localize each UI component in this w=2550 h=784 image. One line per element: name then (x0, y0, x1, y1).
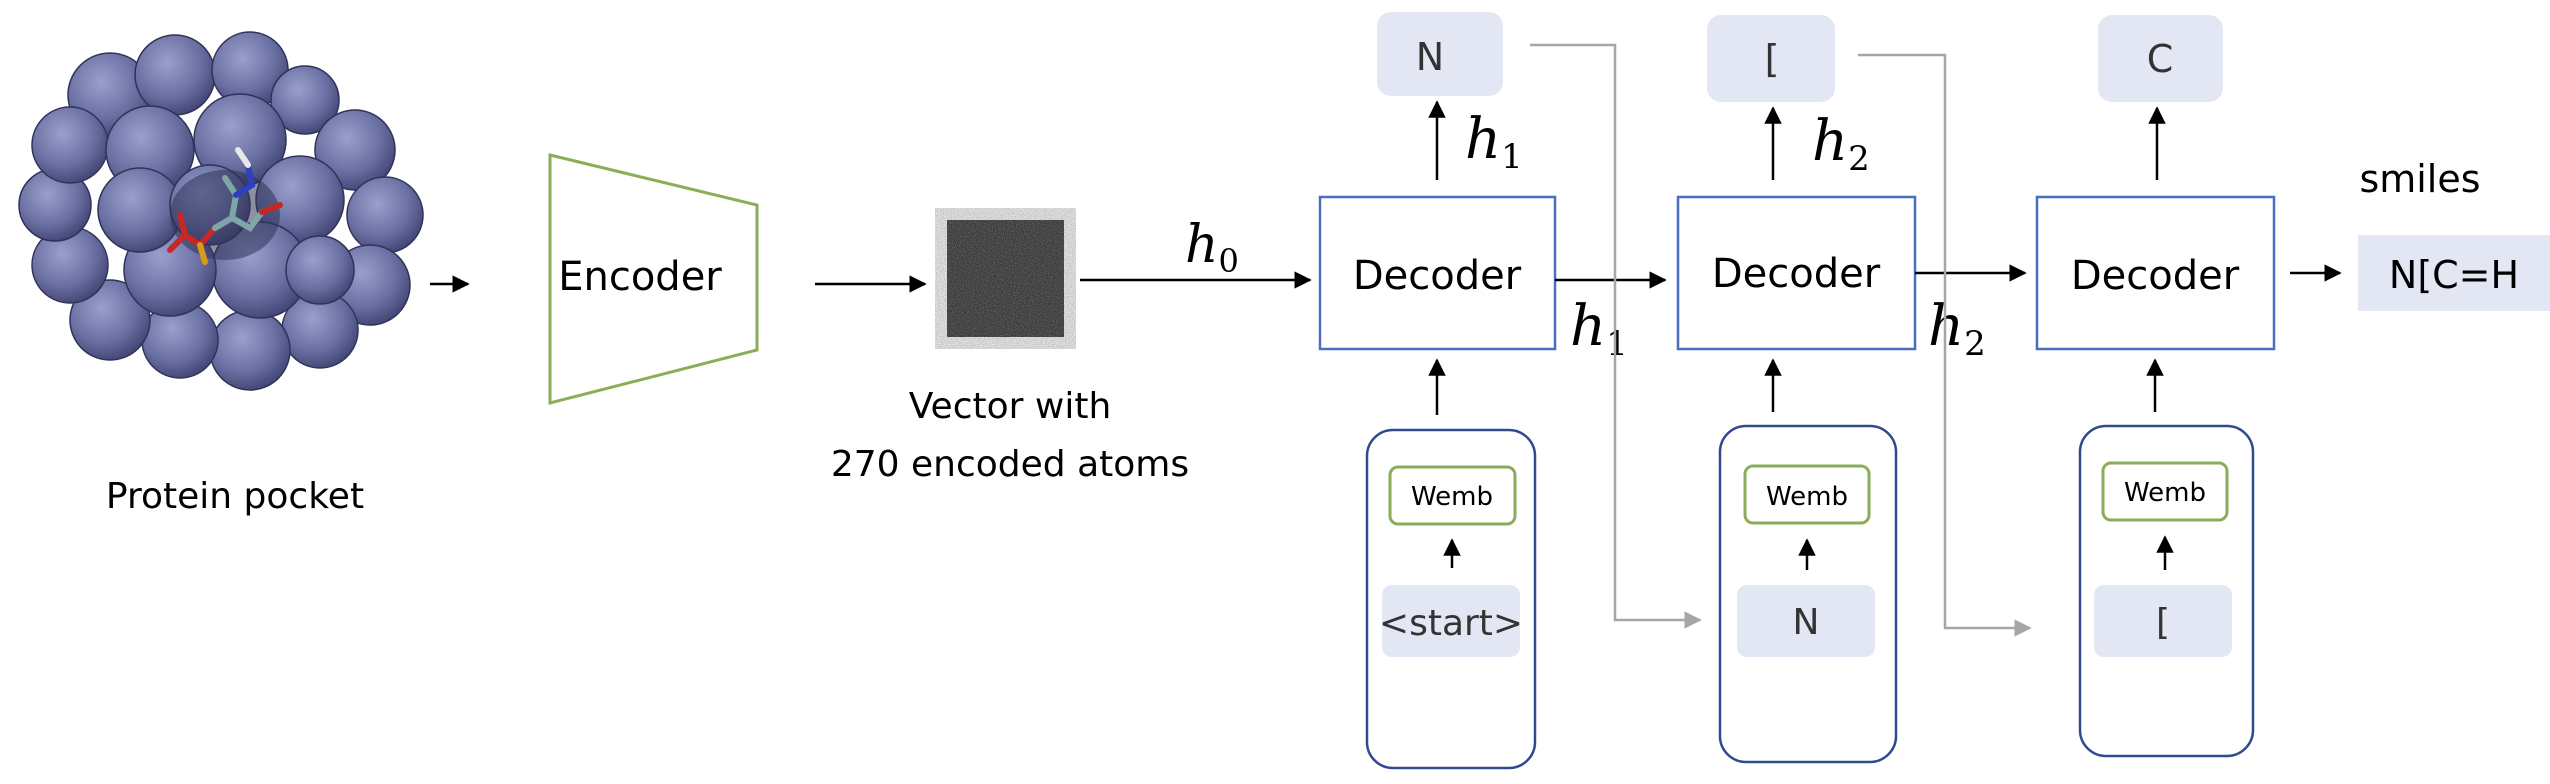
decoder-label-1: Decoder (1353, 253, 1522, 299)
smiles-output-box (2358, 235, 2550, 311)
encoded-vector-noise (947, 220, 1064, 337)
protein-pocket-caption: Protein pocket (106, 476, 364, 517)
input-token-1-text: <start> (1379, 603, 1523, 644)
protein-pocket-image (18, 31, 424, 391)
wemb-label-2: Wemb (1766, 482, 1848, 512)
decoder-block-2 (1676, 195, 1917, 351)
wemb-box-3 (2101, 461, 2229, 522)
decoder-block-3 (2035, 195, 2276, 351)
smiles-output-text: N[C=H (2389, 253, 2519, 297)
output-token-3 (2098, 15, 2223, 102)
h2-bottom-label: h2 (1928, 294, 1986, 364)
decoder-label-2: Decoder (1712, 251, 1881, 297)
decoder-block-1 (1318, 195, 1557, 351)
encoder-label: Encoder (558, 254, 722, 300)
vector-caption-line1: Vector with (909, 386, 1112, 427)
h2-top-label: h2 (1812, 109, 1870, 179)
output-token-2-text: [ (1765, 37, 1780, 81)
encoder-block (548, 153, 759, 405)
vector-caption-line2: 270 encoded atoms (831, 444, 1189, 485)
output-token-3-text: C (2147, 37, 2174, 81)
wemb-label-1: Wemb (1411, 482, 1493, 512)
smiles-label: smiles (2359, 157, 2480, 201)
feedback-arrow-1 (1530, 43, 1702, 629)
h1-top-label: h1 (1465, 107, 1523, 177)
h0-label: h0 (1185, 215, 1239, 280)
wemb-label-3: Wemb (2124, 478, 2206, 508)
input-token-2 (1737, 585, 1875, 657)
decoder-label-3: Decoder (2071, 253, 2240, 299)
input-token-2-text: N (1793, 602, 1820, 643)
output-token-1 (1377, 12, 1503, 96)
input-token-3 (2094, 585, 2232, 657)
feedback-arrow-2 (1858, 53, 2032, 637)
input-token-1 (1382, 585, 1520, 657)
output-token-2 (1707, 15, 1835, 102)
output-token-1-text: N (1416, 35, 1444, 79)
wemb-box-2 (1743, 464, 1871, 525)
wemb-box-1 (1388, 465, 1517, 526)
input-token-3-text: [ (2156, 602, 2170, 643)
h1-bottom-label: h1 (1570, 294, 1628, 364)
